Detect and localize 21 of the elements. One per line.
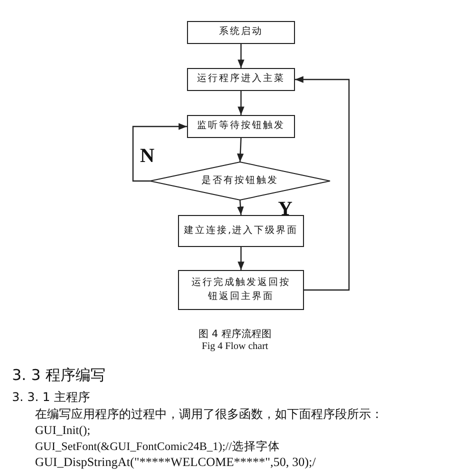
process-box: 运行程序进入主菜 xyxy=(187,68,295,91)
code-line: GUI_DispStringAt("*****WELCOME*****",50, 30);/ xyxy=(35,455,316,470)
process-box: 系统启动 xyxy=(187,21,295,44)
section-heading: 3. 3 程序编写 xyxy=(12,366,106,385)
process-box: 运行完成触发返回按钮返回主界面 xyxy=(178,270,304,310)
code-line: GUI_SetFont(&GUI_FontComic24B_1);//选择字体 xyxy=(35,439,280,454)
arrow xyxy=(237,200,244,216)
process-box: 监听等待按钮触发 xyxy=(187,115,295,138)
arrow xyxy=(237,138,244,162)
arrow xyxy=(132,123,187,182)
figure-caption: 图 4 程序流程图 xyxy=(198,328,272,341)
arrow xyxy=(295,76,350,291)
process-box: 建立连接,进入下级界面 xyxy=(178,215,304,247)
arrow xyxy=(238,91,244,115)
paragraph: 在编写应用程序的过程中，调用了很多函数，如下面程序段所示： xyxy=(35,406,383,423)
arrow xyxy=(238,44,244,68)
section-heading: 3. 3. 1 主程序 xyxy=(12,389,90,406)
code-line: GUI_Init(); xyxy=(35,423,90,438)
arrow xyxy=(238,247,244,270)
decision-diamond: 是否有按钮触发 xyxy=(150,162,330,200)
figure-caption: Fig 4 Flow chart xyxy=(200,341,270,352)
